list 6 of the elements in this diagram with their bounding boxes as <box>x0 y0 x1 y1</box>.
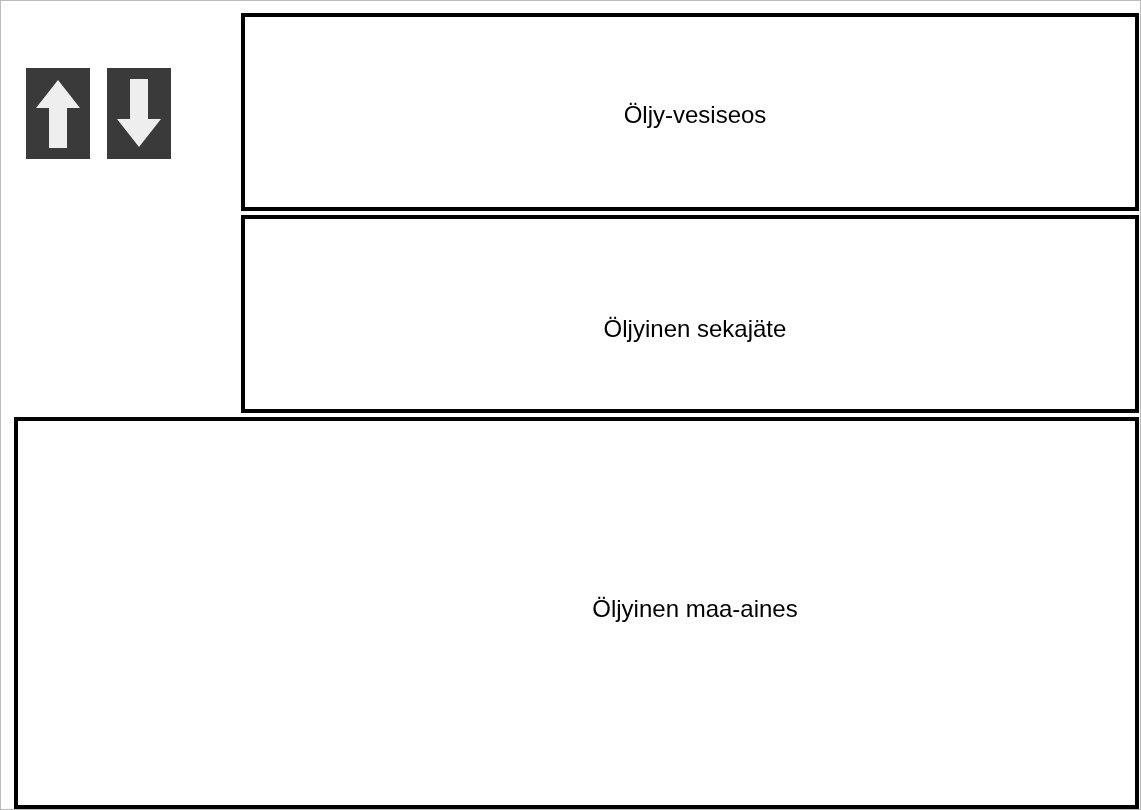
layer-box <box>241 13 1139 211</box>
layer-box <box>241 215 1139 413</box>
layer-label: Öljyinen maa-aines <box>592 595 798 623</box>
layer-label: Öljyinen sekajäte <box>603 315 787 343</box>
layer-label: Öljy-vesiseos <box>623 101 767 129</box>
layer-box <box>14 417 1139 809</box>
